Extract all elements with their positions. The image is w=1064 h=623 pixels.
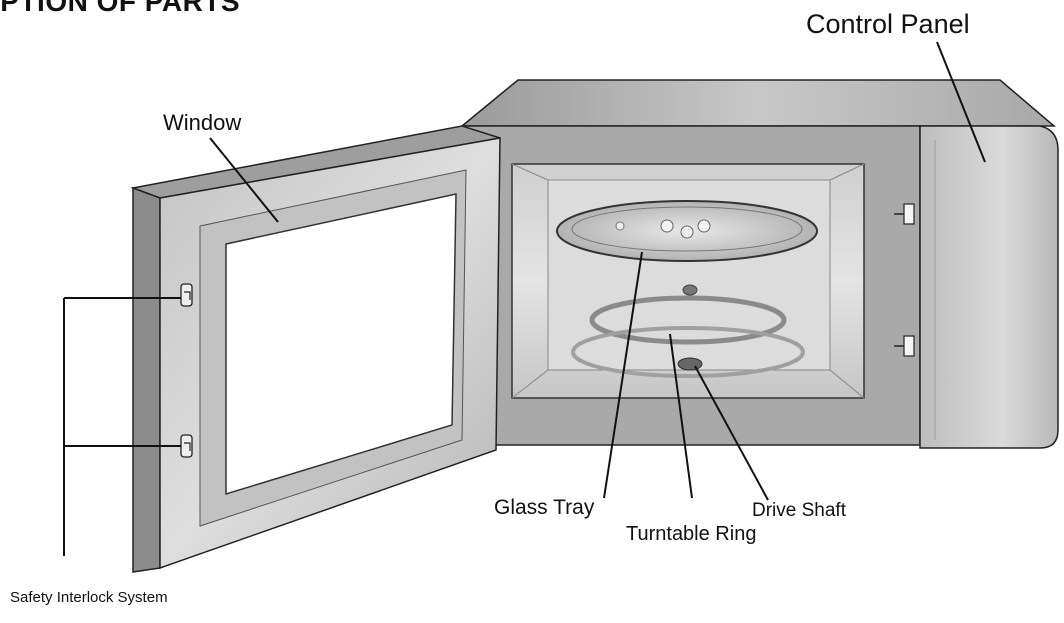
- turntable-ring-shape: [571, 295, 805, 378]
- leader-turntable-ring: [669, 333, 693, 499]
- leader-window: [209, 137, 279, 223]
- leader-control-panel: [936, 41, 986, 163]
- label-window: Window: [163, 110, 242, 135]
- window-glass: [225, 193, 457, 496]
- door-latch-upper: [180, 283, 193, 307]
- leader-glass-tray: [603, 251, 643, 499]
- latch-hole-upper: [894, 203, 915, 225]
- label-safety-interlock: Safety Interlock System: [10, 589, 168, 606]
- label-turntable-ring: Turntable Ring: [626, 523, 757, 545]
- label-glass-tray: Glass Tray: [494, 496, 595, 519]
- oven-cavity: [511, 163, 915, 399]
- label-drive-shaft: Drive Shaft: [752, 500, 846, 521]
- label-control-panel: Control Panel: [806, 9, 970, 39]
- door-latch-lower: [180, 434, 193, 458]
- leader-lines: [63, 41, 986, 556]
- control-panel: [919, 125, 1059, 449]
- body-top: [459, 79, 1057, 127]
- door-frame: [132, 186, 161, 573]
- page-title: IPTION OF PARTS: [0, 0, 241, 17]
- oven-door: [130, 125, 501, 573]
- leader-drive-shaft: [694, 365, 769, 501]
- glass-tray-shape: [556, 200, 818, 262]
- latch-hole-lower: [894, 335, 915, 357]
